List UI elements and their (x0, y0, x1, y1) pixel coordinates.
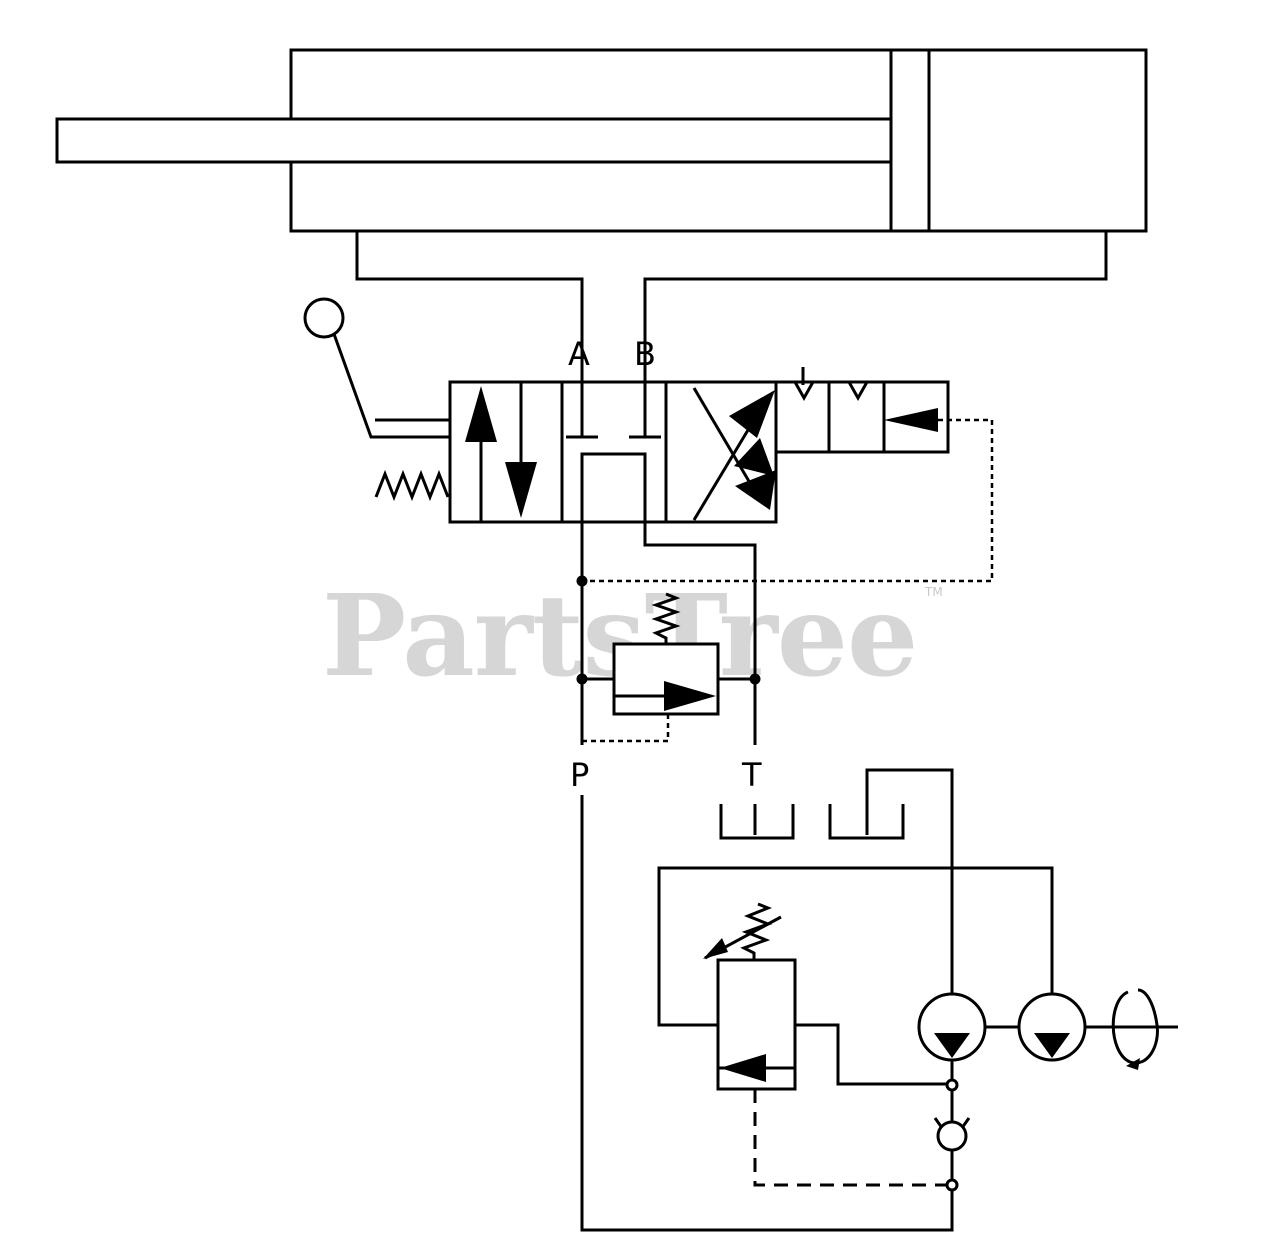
adj-relief-arrow-icon (720, 1054, 766, 1082)
relief-spring (651, 592, 681, 644)
pressure-tank-lines (576, 522, 761, 745)
adj-relief-pressure-line (795, 1023, 952, 1086)
cylinder-lines (355, 231, 1108, 382)
hydraulic-cylinder (55, 48, 1148, 233)
pump-suction-line (865, 768, 954, 995)
relief-pilot-line (582, 714, 670, 743)
relief-arrow-icon (664, 681, 716, 711)
cross-arrow-up-icon (729, 390, 775, 438)
watermark-trademark: TM (924, 585, 943, 599)
center-p-to-t (580, 452, 647, 522)
pilot-arrow-icon (884, 408, 938, 432)
rotation-indicator (1111, 988, 1159, 1065)
line-b (643, 231, 1108, 382)
arrow-down-icon (505, 462, 537, 518)
arrow-up-icon (465, 386, 497, 442)
port-p-label: P (570, 756, 589, 794)
cross-arrow-tip-icon (735, 470, 776, 510)
check-valve-ball (936, 1120, 968, 1152)
detent-notch-2 (847, 381, 869, 402)
piston (889, 48, 931, 233)
pilot-line (582, 418, 994, 583)
cross-arrow-down-icon (734, 438, 774, 476)
adjustable-relief-valve (703, 902, 952, 1187)
line-a (355, 231, 584, 382)
p-line-lower (580, 795, 954, 1232)
port-b-label: B (634, 335, 656, 373)
lever-knob (303, 297, 345, 339)
junction-pilot (576, 575, 588, 587)
relief-valve (582, 592, 755, 743)
adj-relief-drain-line (753, 1089, 952, 1187)
adjust-arrow-icon (703, 938, 728, 959)
pump-2-arrow-icon (1034, 1033, 1070, 1058)
piston-rod (55, 117, 893, 164)
reservoir-tank-2 (828, 804, 905, 840)
port-t-label: T (741, 756, 762, 794)
rotation-arrow-icon (1126, 1058, 1140, 1070)
adj-relief-spring (740, 902, 773, 960)
t-line-upper (643, 522, 757, 745)
check-valve (933, 1060, 971, 1192)
pump-group (917, 988, 1178, 1070)
junction-pump-out (945, 1078, 959, 1092)
spring-return (374, 469, 450, 502)
feedback-loop-right (952, 866, 1054, 995)
directional-control-valve (303, 297, 950, 524)
tanks (719, 768, 954, 995)
pump-1-arrow-icon (934, 1033, 970, 1058)
lever-arm (332, 333, 450, 439)
port-a-label: A (568, 335, 590, 373)
feedback-loop-left (657, 866, 952, 1027)
valve-body (448, 380, 778, 524)
detent-notch-1 (793, 381, 815, 402)
junction-drain (945, 1178, 959, 1192)
reservoir-tank-1 (719, 804, 795, 840)
